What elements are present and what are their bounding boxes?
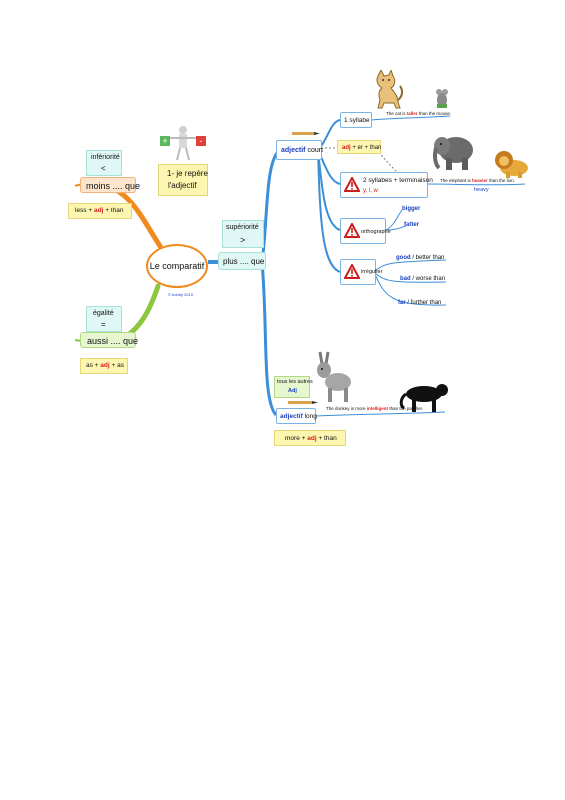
superiority-label: supériorité [226, 224, 259, 231]
irregular-node[interactable]: irrégulier [340, 259, 382, 285]
long-adjective-node[interactable]: adjectif long [276, 408, 317, 424]
two-syllables-example: The elephant is heavier than the lion. [440, 178, 515, 183]
lion-icon [495, 151, 528, 178]
long-note: tous les autres Adj [274, 376, 313, 398]
short-adjective-node[interactable]: adjectif court [276, 140, 324, 160]
branch-to-long [260, 261, 278, 417]
one-syllable-rule-b: + er + than [352, 145, 382, 151]
inferiority-formula: less + adj + than [68, 203, 132, 219]
one-syllable-label: 1 syllabe [344, 117, 370, 124]
rail-irregular-3 [373, 271, 447, 306]
equality-formula-adj: adj [100, 362, 110, 369]
branch-irregular [317, 149, 341, 273]
short-label-a: adjectif [281, 147, 306, 154]
one-syllable-node[interactable]: 1 syllabe [340, 112, 372, 128]
cat-icon [376, 70, 404, 109]
svg-text:+: + [162, 136, 167, 146]
spelling-word2: fatter [404, 222, 420, 228]
balance-figure-icon: + - [160, 126, 206, 161]
equality-formula-a: as + [86, 362, 99, 369]
pencil-icon [292, 132, 320, 135]
step-box: 1- je repère l'adjectif [158, 164, 208, 196]
equality-phrase: aussi .... que [87, 336, 139, 346]
inferiority-label: infériorité [91, 154, 120, 161]
rail-one-syllable [371, 115, 451, 121]
two-syllables-example-word: heavier [472, 178, 488, 183]
one-syllable-rule-a: adj [342, 145, 351, 151]
long-formula-b: + than [318, 435, 337, 442]
warning-icon [344, 264, 360, 279]
donkey-icon [317, 351, 351, 402]
long-label-a: adjectif [280, 413, 303, 420]
panther-icon [399, 384, 448, 412]
rail-two-syllables [427, 183, 526, 186]
svg-text:-: - [200, 136, 203, 146]
inferiority-formula-adj: adj [93, 207, 104, 214]
center-label: Le comparatif [149, 261, 205, 271]
spelling-label: orthographe [361, 229, 391, 235]
long-note-a: tous les autres [277, 379, 313, 385]
pencil-icon-long [288, 401, 318, 404]
irregular-row2: bad / worse than [400, 276, 446, 282]
center-credit: © bobby 2010 [168, 292, 193, 297]
irregular-row3: far / further than [398, 300, 442, 306]
warning-icon [344, 177, 360, 192]
equality-formula-b: + as [111, 362, 124, 369]
rail-spelling [385, 209, 403, 231]
one-syllable-example: The cat is taller than the mouse. [386, 111, 452, 116]
inferiority-phrase-box[interactable]: moins .... que [80, 177, 140, 193]
elephant-icon [433, 137, 473, 170]
irregular-row1: good / better than [396, 255, 445, 261]
branch-to-short [260, 148, 282, 263]
inferiority-symbol: < [101, 164, 106, 173]
superiority-symbol: > [240, 235, 246, 245]
superiority-node[interactable]: supériorité > [222, 220, 264, 248]
equality-node[interactable]: égalité = [86, 306, 122, 332]
two-syllables-node[interactable]: 2 syllabes + terminaison y, l, w [340, 172, 433, 198]
inferiority-node[interactable]: infériorité < [86, 150, 122, 176]
one-syllable-example-word: taller [406, 111, 418, 116]
long-formula: more + adj + than [274, 430, 346, 446]
rail-irregular-1 [373, 259, 447, 273]
long-formula-a: more + [285, 435, 306, 442]
superiority-phrase: plus .... que [223, 257, 265, 266]
mouse-icon [436, 89, 448, 108]
warning-icon [344, 223, 360, 238]
equality-symbol: = [101, 320, 106, 329]
one-syllable-rule: adj + er + than [337, 140, 381, 154]
superiority-phrase-box[interactable]: plus .... que [218, 252, 266, 270]
center-node[interactable]: Le comparatif [146, 244, 208, 288]
long-note-b: Adj [288, 388, 297, 394]
step-line2: l'adjectif [168, 181, 197, 190]
inferiority-formula-b: + than [105, 207, 124, 214]
long-example-word: intelligent [366, 406, 389, 411]
equality-phrase-box[interactable]: aussi .... que [80, 332, 139, 348]
long-label-b: long [304, 413, 317, 420]
two-syllables-label: 2 syllabes + terminaison [363, 177, 433, 184]
spelling-node[interactable]: orthographe [340, 218, 391, 244]
rail-spelling-2 [385, 225, 407, 231]
long-formula-adj: adj [307, 435, 317, 442]
two-syllables-ending: y, l, w [363, 188, 378, 194]
long-example: The donkey is more intelligent than the … [326, 406, 424, 411]
rail-long [315, 411, 446, 417]
equality-formula: as + adj + as [80, 358, 128, 374]
inferiority-phrase: moins .... que [86, 181, 141, 191]
spelling-word1: bigger [402, 206, 421, 212]
two-syllables-base: heavy [474, 187, 489, 193]
irregular-label: irrégulier [361, 269, 383, 275]
short-label-b: court [307, 147, 324, 154]
step-line1: 1- je repère [167, 169, 208, 178]
inferiority-formula-a: less + [75, 207, 93, 214]
equality-label: égalité [93, 310, 114, 317]
rail-irregular-2 [373, 271, 447, 283]
